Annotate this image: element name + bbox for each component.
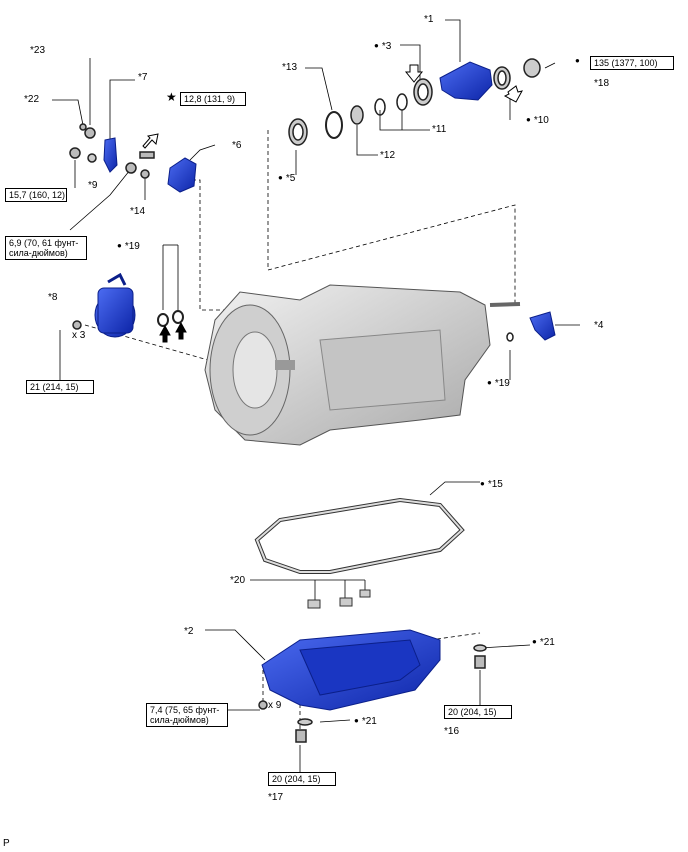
- callout-6: *6: [232, 140, 242, 151]
- torque-box-17: 20 (204, 15): [268, 772, 336, 786]
- callout-23: *23: [30, 45, 46, 56]
- qty-x3: x 3: [72, 330, 86, 341]
- small-parts: [69, 58, 541, 743]
- leader-lines: [52, 19, 580, 775]
- callout-13: *13: [282, 62, 298, 73]
- callout-15: *15: [480, 478, 503, 490]
- callout-16: *16: [444, 726, 460, 737]
- callout-14: *14: [130, 206, 146, 217]
- callout-2: *2: [184, 626, 194, 637]
- star-marker: ★: [166, 90, 177, 104]
- callout-5: *5: [278, 172, 295, 184]
- callout-10: *10: [526, 114, 549, 126]
- callout-19-left: *19: [117, 240, 140, 252]
- transmission-case: [204, 284, 521, 446]
- callout-4: *4: [594, 320, 604, 331]
- callout-7: *7: [138, 72, 148, 83]
- callout-19-right: *19: [487, 377, 510, 389]
- callout-9: *9: [88, 180, 98, 191]
- torque-box-16: 20 (204, 15): [444, 705, 512, 719]
- torque-box-14: 6,9 (70, 61 фунт-сила-дюймов): [5, 236, 87, 260]
- callout-8: *8: [48, 292, 58, 303]
- torque-box-8: 21 (214, 15): [26, 380, 94, 394]
- callout-22: *22: [24, 94, 40, 105]
- torque-box-18: 135 (1377, 100): [590, 56, 674, 70]
- callout-17: *17: [268, 792, 284, 803]
- torque-box-2: 7,4 (75, 65 фунт-сила-дюймов): [146, 703, 228, 727]
- callout-1: *1: [424, 14, 434, 25]
- callout-11: *11: [432, 124, 447, 135]
- oil-strainer-parts: [307, 589, 371, 609]
- footer-mark: P: [3, 838, 10, 849]
- callout-21-right: *21: [532, 636, 555, 648]
- qty-x9: x 9: [268, 700, 282, 711]
- callout-3: *3: [374, 40, 391, 52]
- callout-12: *12: [380, 150, 396, 161]
- callout-18: *18: [594, 78, 610, 89]
- torque-18-dot: ●: [575, 56, 580, 65]
- direction-arrows: [142, 64, 523, 343]
- callout-20: *20: [230, 575, 246, 586]
- blue-parts: [94, 61, 556, 711]
- oil-pan-gasket: [254, 497, 465, 574]
- torque-box-9: 15,7 (160, 12): [5, 188, 67, 202]
- callout-21-bottom: *21: [354, 715, 377, 727]
- torque-box-star: 12,8 (131, 9): [180, 92, 246, 106]
